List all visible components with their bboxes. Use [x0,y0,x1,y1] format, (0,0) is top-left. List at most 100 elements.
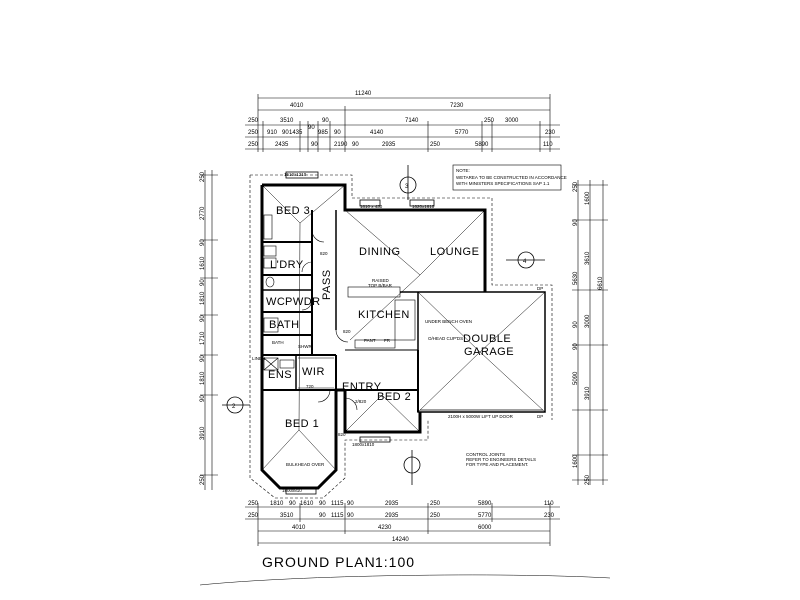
window-size: 1800x1810 [352,442,375,447]
dim-label: 7140 [405,118,419,124]
downpipe-label: DP [537,414,543,419]
raised-bar-note-2: TOP B/BAR [368,283,393,288]
dim-label: 7230 [450,103,464,109]
dim-overall-bottom: 14240 [392,537,409,543]
dim-label: 1810 [200,291,206,305]
dim-label: 230 [544,513,555,519]
dim-label: 3000 [585,314,591,328]
note-line: WETAREA TO BE CONSTRUCTED IN ACCORDANCE [456,175,567,180]
room-lounge: LOUNGE [430,246,479,258]
dim-label: 2770 [200,206,206,220]
section-marker-2: 2 [232,404,236,410]
dim-label: 1435 [289,130,303,136]
dim-label: 90 [200,395,206,402]
dim-label: 250 [484,118,495,124]
window-size: 1800x810 [282,488,302,493]
note-line: WITH MINISTERS SPECIFICATIONS SAP 1.1 [456,181,550,186]
door-size: 2/820 [355,399,367,404]
control-joints-line: FOR TYPE AND PLACEMENT. [466,462,528,467]
dim-label: 90 [347,501,354,507]
dim-label: 5890 [478,501,492,507]
dim-label: 250 [248,513,259,519]
roof-hip-lines [261,184,546,471]
dim-label: 90 [334,130,341,136]
room-bed1: BED 1 [285,418,319,430]
pantry-label: PANT [364,338,376,343]
dim-label: 5630 [573,271,579,285]
dim-label: 3610 [585,251,591,265]
dim-label: 250 [430,513,441,519]
dim-label: 5770 [455,130,469,136]
dim-label: 1115 [331,501,344,507]
dim-label: 110 [544,501,554,507]
dim-label: 90 [322,118,329,124]
dim-label: 1610 [300,501,314,507]
dim-label: 4010 [290,103,304,109]
room-pass: PASS [321,269,333,300]
dim-label: 1810 [270,501,284,507]
dim-label: 90 [573,219,579,226]
fridge-label: FR [384,338,391,343]
section-marker-4: 4 [523,259,527,265]
plan-title: GROUND PLAN [262,554,376,570]
dim-label: 2190 [334,142,348,148]
left-dimension-labels: 250 2770 90 1610 90 1810 90 1710 90 1810… [200,171,206,485]
dim-label: 90 [308,125,315,131]
room-wc: WC [266,296,285,308]
shower-label: SHWR [298,344,312,349]
dim-label: 90 [319,513,326,519]
dim-label: 250 [248,130,259,136]
dim-label: 4230 [378,525,392,531]
window-size: 1620x1610 [412,204,435,209]
dim-label: 3910 [585,386,591,400]
section-marker-3: 3 [405,184,409,190]
bath-small-label: BATH [272,340,284,345]
dim-label: 3510 [280,513,294,519]
dim-label: 985 [318,130,329,136]
under-bench-oven-note: UNDER BENCH OVEN [425,319,472,324]
overhead-cupboards-note: O/HEAD CUP'DS [428,336,463,341]
room-garage-line1: DOUBLE [463,333,511,345]
dim-label: 90 [282,130,289,136]
raised-bar-note: RAISED [372,278,390,283]
dim-label: 230 [545,130,556,136]
dim-label: 90 [319,501,326,507]
dim-label: 250 [200,474,206,485]
dim-label: 250 [430,142,441,148]
right-dimension-labels: 250 1600 90 3610 5630 6610 90 3000 90 50… [573,181,604,485]
dim-label: 250 [248,501,259,507]
right-dimensions [572,180,608,485]
dim-label: 3510 [280,118,294,124]
room-ensuite: ENS [268,369,292,381]
dim-label: 90 [289,501,296,507]
dim-label: 90 [200,239,206,246]
dim-label: 5890 [475,142,489,148]
room-dining: DINING [359,246,401,258]
drawing-title: GROUND PLAN 1:100 [262,554,414,570]
dim-label: 2935 [385,501,399,507]
dim-label: 2435 [275,142,289,148]
note-heading: NOTE: [456,168,470,173]
dim-label: 90 [200,279,206,286]
dim-label: 5090 [573,371,579,385]
note-box: NOTE: WETAREA TO BE CONSTRUCTED IN ACCOR… [452,164,567,191]
dim-label: 1600 [585,191,591,205]
downpipe-label: DP [537,286,543,291]
dim-label: 3000 [505,118,519,124]
section-marker-labels: 3 4 2 [232,184,527,410]
dim-label: 3910 [200,426,206,440]
room-bed3: BED 3 [276,205,310,217]
dim-overall-top: 11240 [355,91,372,97]
dim-label: 1810 [200,371,206,385]
dim-label: 250 [200,171,206,182]
bottom-dimensions [245,503,560,546]
dim-label: 250 [585,474,591,485]
window-size: 1810 x 430 [360,204,383,209]
section-markers [222,165,545,485]
door-size: 820 [320,251,328,256]
room-powder: PWDR [285,296,321,308]
top-dimensions [245,94,560,152]
dim-label: 1600 [573,454,579,468]
dim-label: 90 [352,142,359,148]
